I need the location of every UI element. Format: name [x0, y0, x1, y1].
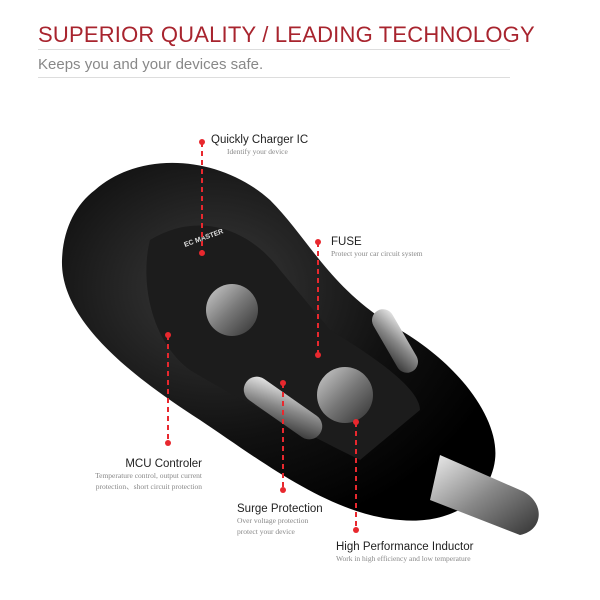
callout-markers [165, 139, 359, 533]
inductor-coil [317, 367, 373, 423]
inductor-coil [206, 284, 258, 336]
callout-inductor: High Performance Inductor Work in high e… [336, 541, 474, 563]
page-title: SUPERIOR QUALITY / LEADING TECHNOLOGY [38, 22, 535, 47]
callout-mcu: MCU Controler Temperature control, outpu… [95, 458, 202, 491]
callout-charger-ic: Quickly Charger IC Identify your device [211, 134, 309, 156]
divider [38, 49, 510, 50]
page-subtitle: Keeps you and your devices safe. [38, 56, 264, 73]
callout-surge-protection: Surge Protection Over voltage protection… [237, 503, 323, 536]
callout-fuse: FUSE Protect your car circuit system [331, 236, 423, 258]
charger-body: EC MASTER [61, 162, 539, 535]
callout-leader-lines [167, 142, 357, 530]
divider [38, 77, 510, 78]
